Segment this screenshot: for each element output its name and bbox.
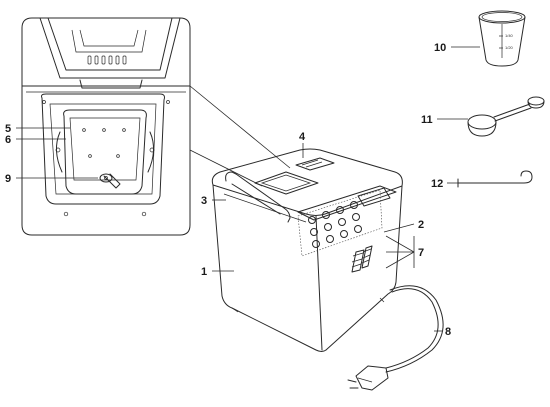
callout-7: 7: [418, 247, 424, 259]
zoom-line-top: [189, 85, 291, 169]
steam-vent: [295, 157, 335, 171]
control-buttons: [308, 201, 362, 248]
callout-11: 11: [421, 114, 433, 126]
measuring-spoon: [467, 96, 545, 137]
bread-maker-main-unit: [211, 148, 403, 352]
callout-2: 2: [418, 219, 424, 231]
viewing-window: [254, 171, 319, 195]
lid-vent-slots: [87, 55, 127, 65]
lid-handle: [225, 171, 291, 223]
zoom-line-bottom: [189, 149, 263, 187]
callout-10: 10: [434, 42, 446, 54]
callout-8: 8: [445, 326, 451, 338]
callout-12: 12: [431, 178, 443, 190]
callout-9: 9: [5, 173, 11, 185]
kneading-hook: [457, 170, 533, 188]
callout-6: 6: [5, 134, 11, 146]
inset-open-lid-view: [21, 17, 191, 236]
kneading-blade: [99, 173, 121, 189]
side-air-vents: [351, 245, 373, 273]
measuring-cup: 1/40 1/20: [478, 10, 526, 67]
cup-mark-upper: 1/40: [505, 33, 514, 38]
callout-3: 3: [201, 195, 207, 207]
callout-1: 1: [201, 266, 207, 278]
control-panel: [297, 185, 397, 257]
power-plug: [347, 365, 389, 391]
bread-pan: [55, 109, 155, 195]
callout-5: 5: [5, 123, 11, 135]
power-cord: [347, 285, 444, 391]
callout-4: 4: [299, 131, 306, 143]
cup-mark-lower: 1/20: [505, 45, 514, 50]
leader-lines: [16, 46, 480, 332]
lcd-display: [357, 187, 391, 207]
